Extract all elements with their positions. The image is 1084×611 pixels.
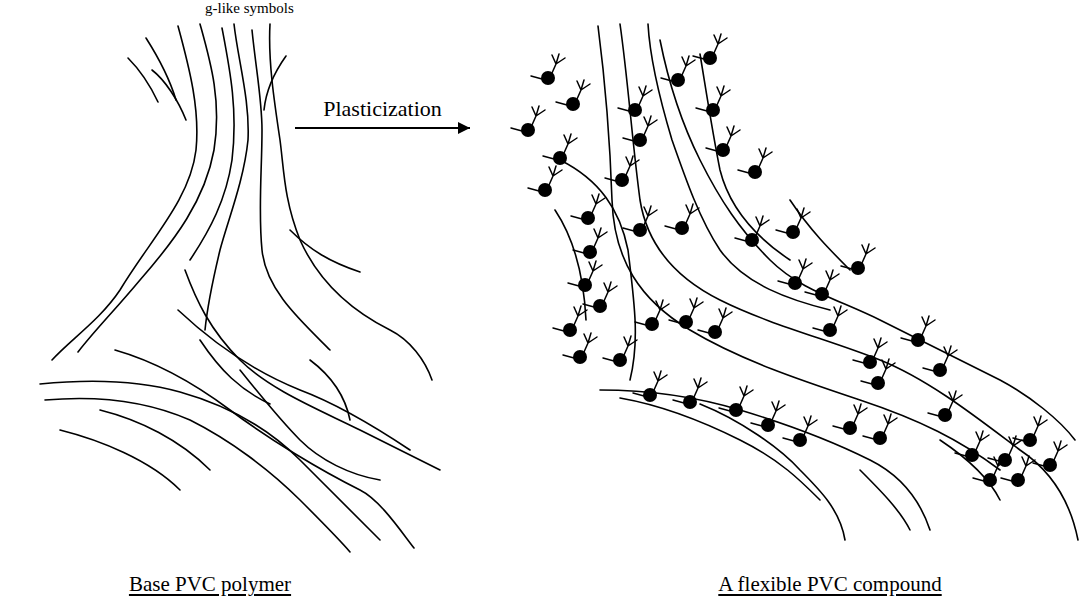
plasticizer-molecule: [635, 300, 669, 331]
plasticizer-molecule: [901, 316, 935, 347]
plasticizer-molecule: [813, 306, 847, 337]
plasticizer-molecule: [735, 216, 769, 247]
plasticizer-molecule: [751, 401, 785, 432]
plasticizer-molecule: [719, 386, 753, 417]
pvc-chains-flexible: [555, 24, 1078, 540]
plasticizer-molecule: [861, 359, 895, 390]
plasticizer-molecule: [955, 431, 989, 462]
illustration-region: Base PVC polymer: [40, 22, 295, 570]
plasticizer-molecule: [1033, 441, 1067, 472]
figure-caption: A flexible PVC compound: [718, 572, 941, 597]
plasticizer-molecule: [511, 106, 545, 137]
process-arrow: [295, 127, 470, 129]
plasticizer-molecule: [568, 261, 602, 292]
plasticizer-molecule: [665, 204, 699, 235]
illustration-region: A flexible PVC compound: [470, 22, 1080, 570]
process-label: Plasticization: [321, 96, 444, 122]
plasticizer-molecule: [573, 228, 607, 259]
plasticizer-molecule: [928, 391, 962, 422]
plasticizer-molecule: [1013, 416, 1047, 447]
note-text: g-like symbols: [205, 0, 294, 17]
plasticizer-molecule: [805, 270, 839, 301]
plasticizer-molecule: [783, 416, 817, 447]
plasticizer-molecule: [698, 308, 732, 339]
plasticizer-molecule: [571, 194, 605, 225]
plasticizer-molecule: [863, 414, 897, 445]
plasticizer-molecules: [511, 34, 1067, 487]
plasticizer-molecule: [633, 371, 667, 402]
figure-caption: Base PVC polymer: [129, 572, 291, 597]
plasticizer-molecule: [696, 86, 730, 117]
plasticizer-molecule: [833, 404, 867, 435]
plasticizer-molecule: [531, 54, 565, 85]
plasticizer-molecule: [605, 156, 639, 187]
plasticizer-molecule: [603, 336, 637, 367]
plasticizer-molecule: [543, 134, 577, 165]
plasticizer-molecule: [738, 148, 772, 179]
plasticizer-molecule: [923, 346, 957, 377]
plasticizer-molecule: [528, 166, 562, 197]
plasticizer-molecule: [583, 282, 617, 313]
plasticizer-molecule: [841, 244, 875, 275]
plasticizer-molecule: [661, 56, 695, 87]
plasticizer-molecule: [778, 259, 812, 290]
plasticizer-molecule: [706, 126, 740, 157]
plasticizer-molecule: [556, 80, 590, 111]
plasticizer-molecule: [853, 338, 887, 369]
plasticizer-molecule: [618, 86, 652, 117]
plasticizer-molecule: [623, 116, 657, 147]
plasticizer-molecule: [669, 298, 703, 329]
plasticizer-molecule: [776, 208, 810, 239]
plasticizer-molecule: [563, 333, 597, 364]
plasticizer-molecule: [673, 378, 707, 409]
plasticizer-molecule: [988, 436, 1022, 467]
plasticizer-molecule: [693, 34, 727, 65]
plasticizer-molecule: [973, 456, 1007, 487]
plasticizer-molecule: [623, 206, 657, 237]
plasticizer-molecule: [553, 306, 587, 337]
